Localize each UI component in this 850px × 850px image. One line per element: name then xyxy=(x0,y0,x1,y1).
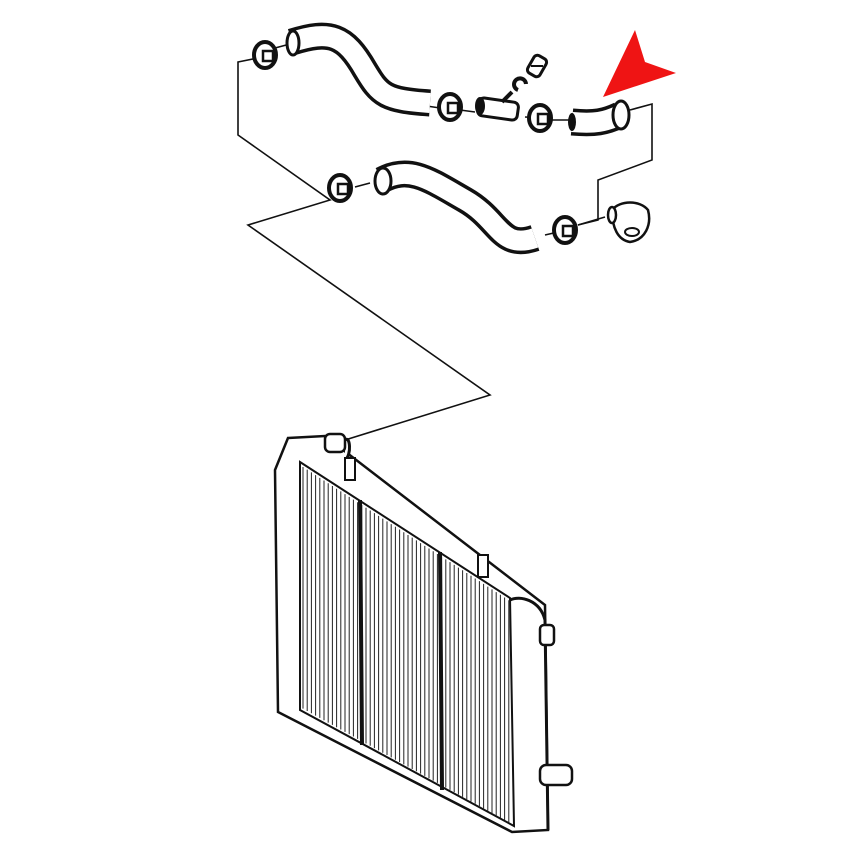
short-elbow-hose[interactable] xyxy=(568,99,631,137)
bleed-screw[interactable] xyxy=(512,53,549,92)
highlight-arrow-icon xyxy=(603,30,676,97)
hose-clamp[interactable] xyxy=(437,92,463,122)
thermostat-housing[interactable] xyxy=(606,201,651,244)
radiator[interactable] xyxy=(273,432,574,834)
hose-clamp[interactable] xyxy=(327,173,353,203)
hose-clamps xyxy=(252,40,578,245)
lower-hose[interactable] xyxy=(373,160,540,255)
radiator-inlet xyxy=(323,432,347,454)
hose-clamp[interactable] xyxy=(527,103,553,133)
upper-hose[interactable] xyxy=(285,22,431,117)
t-connector[interactable] xyxy=(475,90,520,122)
hose-clamp[interactable] xyxy=(252,40,278,70)
radiator-outlet xyxy=(538,763,574,787)
hose-clamp[interactable] xyxy=(552,215,578,245)
